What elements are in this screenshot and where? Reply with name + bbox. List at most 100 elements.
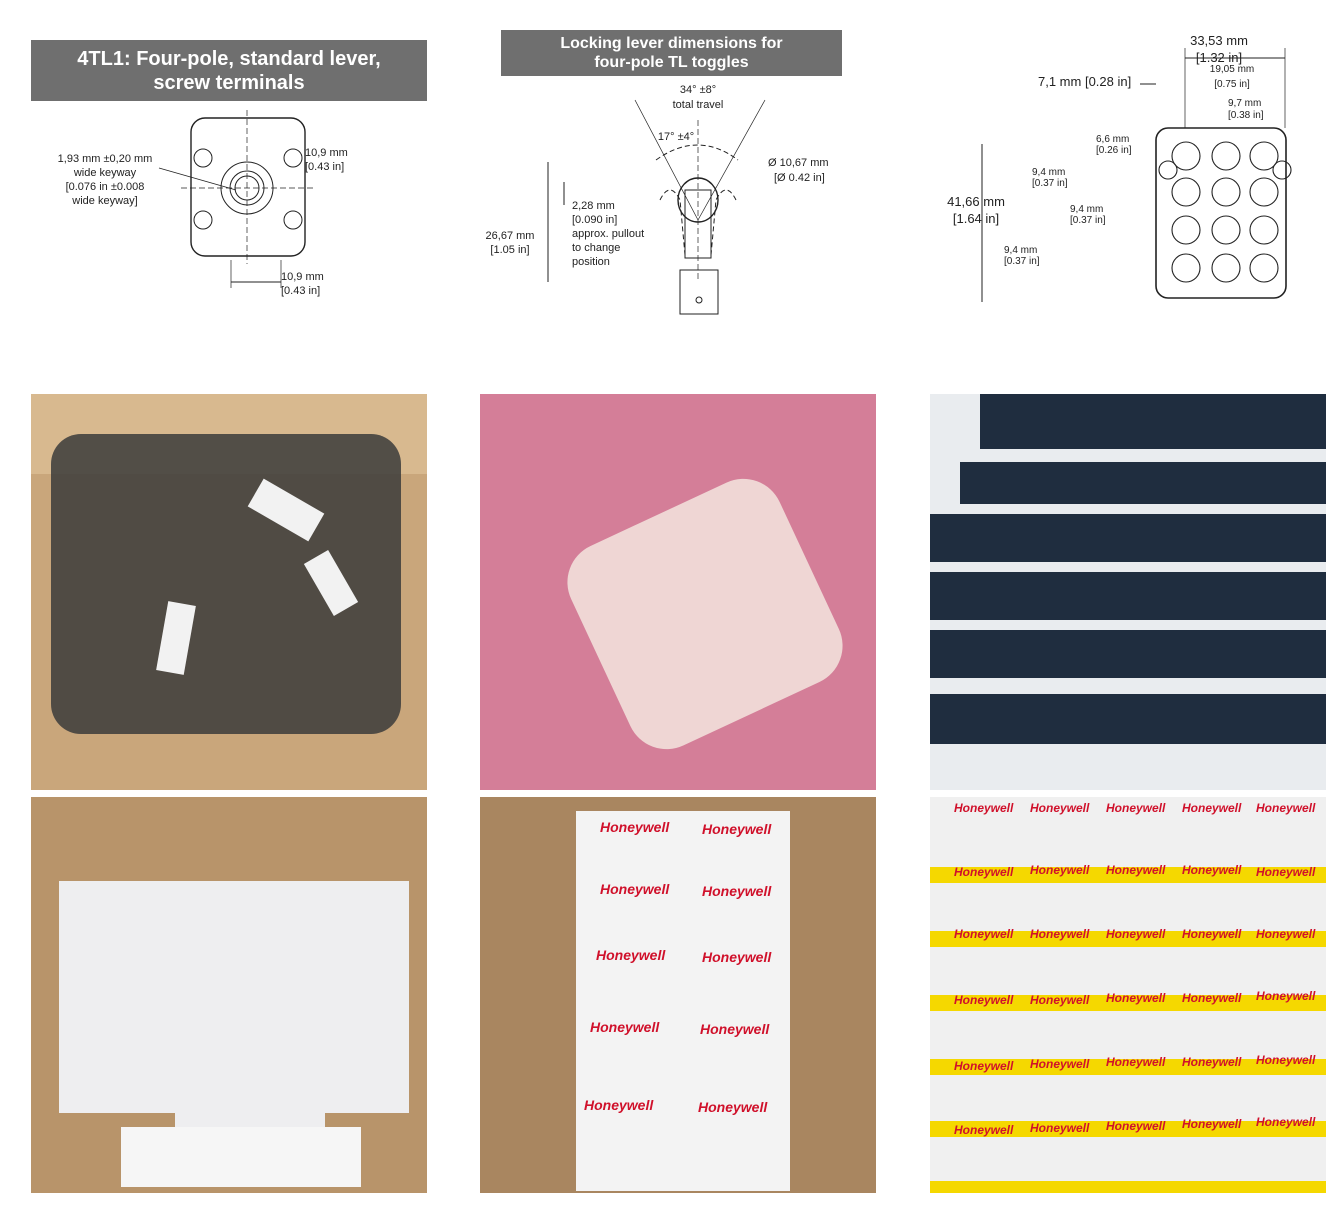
photo-switch-rows[interactable] (930, 394, 1326, 790)
honeywell-logo: Honeywell (1256, 1115, 1316, 1129)
diameter-in: [Ø 0.42 in] (774, 172, 825, 184)
vert2-in: [0.37 in] (1032, 178, 1068, 189)
paper-sheet (121, 1127, 361, 1187)
honeywell-logo: Honeywell (1106, 1119, 1166, 1133)
honeywell-logo: Honeywell (1182, 801, 1242, 815)
terminal-grid-drawing: 33,53 mm [1.32 in] 19,05 mm [0.75 in] 7,… (947, 33, 1292, 302)
bottom-dim-in: [0.43 in] (281, 285, 320, 297)
diameter-mm: Ø 10,67 mm (768, 157, 829, 169)
vert2-mm: 9,4 mm (1032, 167, 1065, 178)
honeywell-logo: Honeywell (954, 927, 1014, 941)
switch-face-drawing: 1,93 mm ±0,20 mm wide keyway [0.076 in ±… (58, 110, 348, 297)
photo-switches-in-pink-bag[interactable] (480, 394, 876, 790)
vert3-mm: 9,4 mm (1070, 204, 1103, 215)
keyway-label-3: [0.076 in ±0.008 (66, 181, 145, 193)
height-mm: 26,67 mm (486, 230, 535, 242)
honeywell-logo: Honeywell (1256, 927, 1316, 941)
travel-label-2: total travel (673, 99, 724, 111)
switch-row (980, 394, 1326, 449)
honeywell-logo: Honeywell (1106, 1055, 1166, 1069)
lever-drawing: 34° ±8° total travel 17° ±4° Ø 10,67 mm … (486, 84, 829, 315)
honeywell-logo: Honeywell (1256, 865, 1316, 879)
honeywell-logo: Honeywell (954, 1059, 1014, 1073)
pullout-1: 2,28 mm (572, 200, 615, 212)
honeywell-logo: Honeywell (1030, 1057, 1090, 1071)
honeywell-logo: Honeywell (1106, 991, 1166, 1005)
height-mm: 41,66 mm (947, 194, 1005, 209)
width3-in: [0.38 in] (1228, 110, 1264, 121)
height-in: [1.05 in] (490, 244, 529, 256)
vert4-in: [0.37 in] (1004, 256, 1040, 267)
honeywell-logo: Honeywell (702, 821, 772, 837)
honeywell-logo: Honeywell (954, 993, 1014, 1007)
photo-bagged-switches-box[interactable] (31, 394, 427, 790)
switch-row (960, 462, 1326, 504)
keyway-label-2: wide keyway (73, 167, 137, 179)
honeywell-logo: Honeywell (584, 1097, 654, 1113)
photo-boxed-parts[interactable] (31, 797, 427, 1193)
honeywell-logo: Honeywell (954, 1123, 1014, 1137)
honeywell-logo: Honeywell (1182, 927, 1242, 941)
keyway-label-1: 1,93 mm ±0,20 mm (58, 153, 153, 165)
tile-terminal-layout-drawing[interactable]: 33,53 mm [1.32 in] 19,05 mm [0.75 in] 7,… (930, 20, 1326, 320)
honeywell-logo: Honeywell (702, 883, 772, 899)
pullout-5: position (572, 256, 610, 268)
width2-mm: 19,05 mm (1210, 64, 1254, 75)
honeywell-logo: Honeywell (600, 819, 670, 835)
width-mm: 33,53 mm (1190, 33, 1248, 48)
bottom-dim-mm: 10,9 mm (281, 271, 324, 283)
banner-line-2: four-pole TL toggles (594, 54, 749, 71)
honeywell-logo: Honeywell (1030, 863, 1090, 877)
tile-locking-lever-drawing[interactable]: Locking lever dimensions for four-pole T… (480, 20, 876, 320)
honeywell-logo: Honeywell (954, 865, 1014, 879)
width2-in: [0.75 in] (1214, 79, 1250, 90)
vert4-mm: 9,4 mm (1004, 245, 1037, 256)
honeywell-logo: Honeywell (700, 1021, 770, 1037)
honeywell-logo: Honeywell (1030, 993, 1090, 1007)
yellow-warning-band (930, 1121, 1326, 1137)
travel-label-1: 34° ±8° (680, 84, 716, 96)
photo-honeywell-boxes[interactable]: Honeywell Honeywell Honeywell Honeywell … (480, 797, 876, 1193)
honeywell-logo: Honeywell (1106, 801, 1166, 815)
honeywell-logo: Honeywell (1106, 927, 1166, 941)
plastic-bags (51, 434, 401, 734)
vert1-in: [0.26 in] (1096, 145, 1132, 156)
box-stack (576, 811, 790, 1191)
pullout-4: to change (572, 242, 620, 254)
honeywell-logo: Honeywell (1256, 1053, 1316, 1067)
honeywell-logo: Honeywell (1256, 989, 1316, 1003)
yellow-warning-band (930, 1181, 1326, 1193)
angle-label: 17° ±4° (658, 131, 694, 143)
honeywell-logo: Honeywell (1030, 927, 1090, 941)
honeywell-logo: Honeywell (1030, 801, 1090, 815)
vert1-mm: 6,6 mm (1096, 134, 1129, 145)
left-offset: 7,1 mm [0.28 in] (1038, 74, 1131, 89)
top-dim-in: [0.43 in] (305, 161, 344, 173)
honeywell-logo: Honeywell (596, 947, 666, 963)
width3-mm: 9,7 mm (1228, 98, 1261, 109)
photo-honeywell-sensor-boxes[interactable]: Honeywell Honeywell Honeywell Honeywell … (930, 797, 1326, 1193)
tile-4tl1-drawing[interactable]: 4TL1: Four-pole, standard lever, screw t… (31, 20, 427, 320)
switch-row (930, 514, 1326, 562)
banner-line-1: 4TL1: Four-pole, standard lever, (77, 47, 381, 70)
pullout-3: approx. pullout (572, 228, 644, 240)
honeywell-logo: Honeywell (1182, 1055, 1242, 1069)
height-in: [1.64 in] (953, 211, 999, 226)
yellow-warning-band (930, 995, 1326, 1011)
honeywell-logo: Honeywell (1106, 863, 1166, 877)
banner-line-1: Locking lever dimensions for (560, 35, 783, 52)
honeywell-logo: Honeywell (1030, 1121, 1090, 1135)
honeywell-logo: Honeywell (954, 801, 1014, 815)
width-in: [1.32 in] (1196, 50, 1242, 65)
honeywell-logo: Honeywell (702, 949, 772, 965)
honeywell-logo: Honeywell (698, 1099, 768, 1115)
honeywell-logo: Honeywell (1182, 863, 1242, 877)
vert3-in: [0.37 in] (1070, 215, 1106, 226)
switch-row (930, 572, 1326, 620)
keyway-label-4: wide keyway] (71, 195, 137, 207)
honeywell-logo: Honeywell (1256, 801, 1316, 815)
honeywell-logo: Honeywell (1182, 991, 1242, 1005)
top-dim-mm: 10,9 mm (305, 147, 348, 159)
banner-line-2: screw terminals (153, 71, 305, 94)
switch-row (930, 694, 1326, 744)
